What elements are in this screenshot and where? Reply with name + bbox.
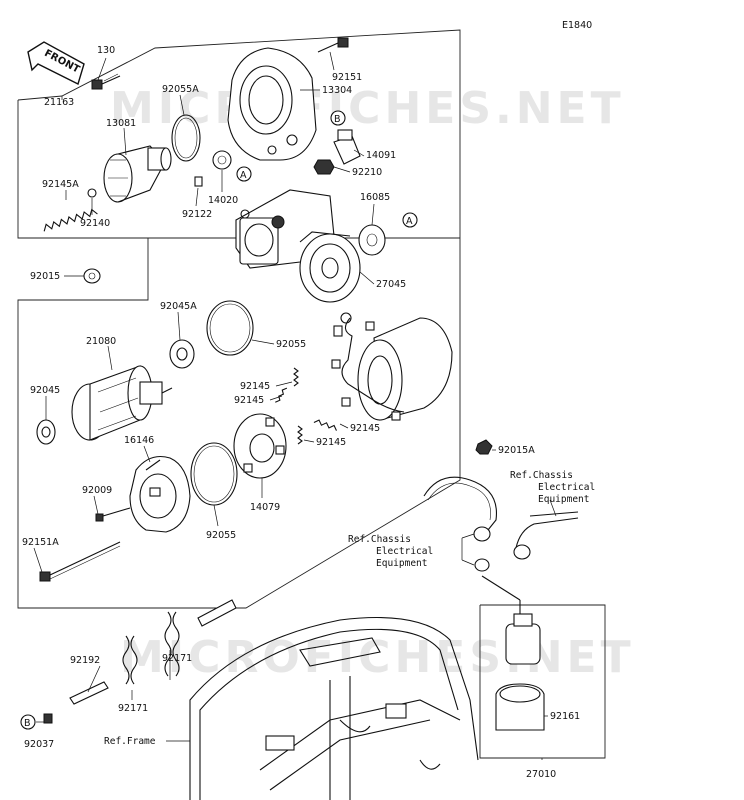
label-21163: 21163	[44, 97, 74, 108]
label-14079: 14079	[250, 502, 280, 513]
callout-B-1: B	[330, 110, 346, 126]
label-92145-a: 92145	[240, 381, 270, 392]
label-14020: 14020	[208, 195, 238, 206]
part-14020	[212, 150, 232, 170]
label-92055: 92055	[276, 339, 306, 350]
label-92151A: 92151A	[22, 537, 59, 548]
label-92210: 92210	[352, 167, 382, 178]
ball-92140	[87, 188, 97, 198]
tube-92192	[69, 681, 109, 705]
label-16146: 16146	[124, 435, 154, 446]
housing-27045	[299, 231, 361, 303]
diagram-code: E1840	[562, 20, 592, 31]
svg-text:A: A	[240, 170, 247, 181]
label-92161: 92161	[550, 711, 580, 722]
svg-text:Ref.Chassis: Ref.Chassis	[348, 534, 411, 545]
label-92037: 92037	[24, 739, 54, 750]
callout-A-2: A	[402, 212, 418, 228]
relay-boundary	[479, 604, 606, 759]
label-92171-lower: 92171	[118, 703, 148, 714]
vehicle-frame	[189, 616, 479, 800]
part-labels: 130 21163 92055A 92151 13304 13081 14091…	[22, 45, 580, 780]
label-92055-lower: 92055	[206, 530, 236, 541]
bearing-92045A	[169, 339, 195, 369]
svg-text:Electrical: Electrical	[376, 546, 433, 557]
label-92145-c: 92145	[350, 423, 380, 434]
brush-holder-14079	[233, 413, 287, 479]
clip-92171-lower	[122, 635, 130, 685]
terminal-cap	[473, 526, 491, 542]
spring-92145-d	[297, 425, 303, 445]
label-92045A: 92045A	[160, 301, 197, 312]
svg-text:B: B	[334, 114, 341, 125]
spring-92145-b	[275, 387, 288, 403]
label-14091: 14091	[366, 150, 396, 161]
housing-13304	[227, 47, 317, 161]
bolt-92151A	[39, 541, 121, 582]
label-92015A: 92015A	[498, 445, 535, 456]
o-ring-92055-lower	[190, 442, 238, 506]
label-92045: 92045	[30, 385, 60, 396]
terminal-boot	[474, 558, 490, 572]
label-92015: 92015	[30, 271, 60, 282]
bearing-92045	[36, 419, 56, 445]
armature-21080	[71, 365, 173, 441]
bolt-130	[91, 73, 121, 90]
label-92145-b: 92145	[234, 395, 264, 406]
front-arrow-icon: FRONT	[27, 41, 85, 85]
label-92055A: 92055A	[162, 84, 199, 95]
label-13081: 13081	[106, 118, 136, 129]
svg-text:A: A	[406, 216, 413, 227]
ref-chassis-left: Ref.Chassis Electrical Equipment	[348, 534, 433, 569]
label-27010: 27010	[526, 769, 556, 780]
boot-14091	[333, 129, 361, 165]
o-ring-92055A	[171, 114, 201, 162]
label-92171-upper: 92171	[162, 653, 192, 664]
end-cover-16146	[129, 455, 191, 533]
leader-lines	[33, 51, 557, 760]
label-92151: 92151	[332, 72, 362, 83]
nut-92210	[313, 159, 335, 175]
nut-92015A	[475, 439, 493, 455]
yoke-assembly	[331, 312, 453, 421]
label-92145-d: 92145	[316, 437, 346, 448]
gear-13081	[103, 145, 172, 203]
label-92192: 92192	[70, 655, 100, 666]
gear-16085	[358, 224, 386, 256]
label-130: 130	[97, 45, 115, 56]
spring-92145A	[43, 208, 98, 232]
clamp-92037	[43, 713, 53, 724]
svg-text:Equipment: Equipment	[376, 558, 427, 569]
callout-B-2: B	[20, 714, 36, 730]
spring-92145-a	[293, 367, 299, 387]
label-92145A: 92145A	[42, 179, 79, 190]
label-21080: 21080	[86, 336, 116, 347]
pin-92122	[194, 176, 203, 187]
spring-92145-c	[313, 419, 337, 431]
label-92122: 92122	[182, 209, 212, 220]
svg-text:Ref.Chassis: Ref.Chassis	[510, 470, 573, 481]
tube-upper	[197, 599, 237, 627]
o-ring-92055	[206, 300, 254, 356]
clip-92171-upper	[164, 611, 172, 677]
label-92009: 92009	[82, 485, 112, 496]
label-13304: 13304	[322, 85, 352, 96]
ref-frame: Ref.Frame	[104, 736, 156, 747]
cable-harness	[423, 476, 498, 531]
callout-A-1: A	[236, 166, 252, 182]
svg-text:B: B	[24, 718, 31, 729]
watermark-bottom: MICROFICHES.NET	[120, 632, 635, 683]
watermark-top: MICROFICHES.NET	[110, 83, 625, 134]
relay-27010	[495, 613, 545, 731]
screw-92009	[95, 507, 131, 522]
svg-text:Electrical: Electrical	[538, 482, 595, 493]
svg-text:Equipment: Equipment	[538, 494, 589, 505]
label-92140: 92140	[80, 218, 110, 229]
washer-92015	[83, 268, 101, 284]
ref-chassis-right: Ref.Chassis Electrical Equipment	[510, 470, 595, 505]
bolt-92151	[317, 37, 349, 53]
label-16085: 16085	[360, 192, 390, 203]
label-27045: 27045	[376, 279, 406, 290]
